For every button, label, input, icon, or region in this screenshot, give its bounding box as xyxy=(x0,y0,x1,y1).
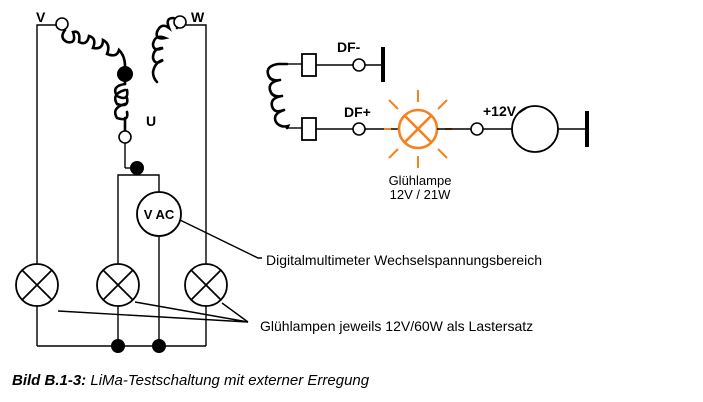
wire-w-outer xyxy=(186,24,207,275)
lamps-note: Glühlampen jeweils 12V/60W als Lastersat… xyxy=(260,318,533,334)
slip-ring-top xyxy=(301,53,317,77)
terminal-w xyxy=(173,15,187,29)
label-u: U xyxy=(146,113,156,129)
voltage-source xyxy=(511,105,559,153)
meter-callout-line xyxy=(179,219,262,259)
stator-circuit: V AC V W U xyxy=(15,9,228,353)
star-point-node xyxy=(117,66,133,82)
lamp-label-line2: 12V / 21W xyxy=(390,187,451,202)
caption-prefix: Bild B.1-3: xyxy=(12,372,87,389)
coil-v xyxy=(61,28,127,68)
voltmeter-label: V AC xyxy=(144,207,175,222)
load-lamp-w xyxy=(184,263,228,346)
meter-note: Digitalmultimeter Wechselspannungsbereic… xyxy=(266,252,542,268)
terminal-u xyxy=(118,130,132,144)
label-df-minus: DF- xyxy=(337,39,361,55)
bottom-node-1 xyxy=(111,339,125,353)
terminal-df-minus xyxy=(352,58,366,72)
wire-v-outer xyxy=(36,24,56,275)
rotor-coil xyxy=(266,62,291,130)
slip-ring-bottom xyxy=(301,117,317,141)
terminal-plus-12v xyxy=(470,122,484,136)
terminal-v xyxy=(55,17,69,31)
indicator-lamp xyxy=(384,90,452,168)
lamp-label-line1: Glühlampe xyxy=(389,173,452,188)
lamps-callout-line-1 xyxy=(57,310,249,323)
caption-text: LiMa-Testschaltung mit externer Erregung xyxy=(90,372,370,389)
load-lamp-u xyxy=(96,263,140,346)
label-w: W xyxy=(191,9,205,25)
label-df-plus: DF+ xyxy=(344,104,371,120)
lamps-callout-line-2 xyxy=(134,301,249,323)
label-v: V xyxy=(36,9,46,25)
terminal-df-plus xyxy=(352,122,366,136)
figure-caption: Bild B.1-3: LiMa-Testschaltung mit exter… xyxy=(12,372,369,389)
load-lamp-v xyxy=(15,263,59,346)
lamps-callout-line-3 xyxy=(221,302,249,323)
wire-u-distribution xyxy=(117,174,160,265)
excitation-circuit: DF- DF+ Glühlampe 12V / 21W +12V xyxy=(266,39,589,202)
coil-u xyxy=(113,72,129,132)
bottom-node-2 xyxy=(152,339,166,353)
label-plus-12v: +12V xyxy=(483,103,517,119)
source-polarity-line xyxy=(518,106,529,114)
coil-w xyxy=(151,16,181,84)
u-node xyxy=(130,161,144,175)
